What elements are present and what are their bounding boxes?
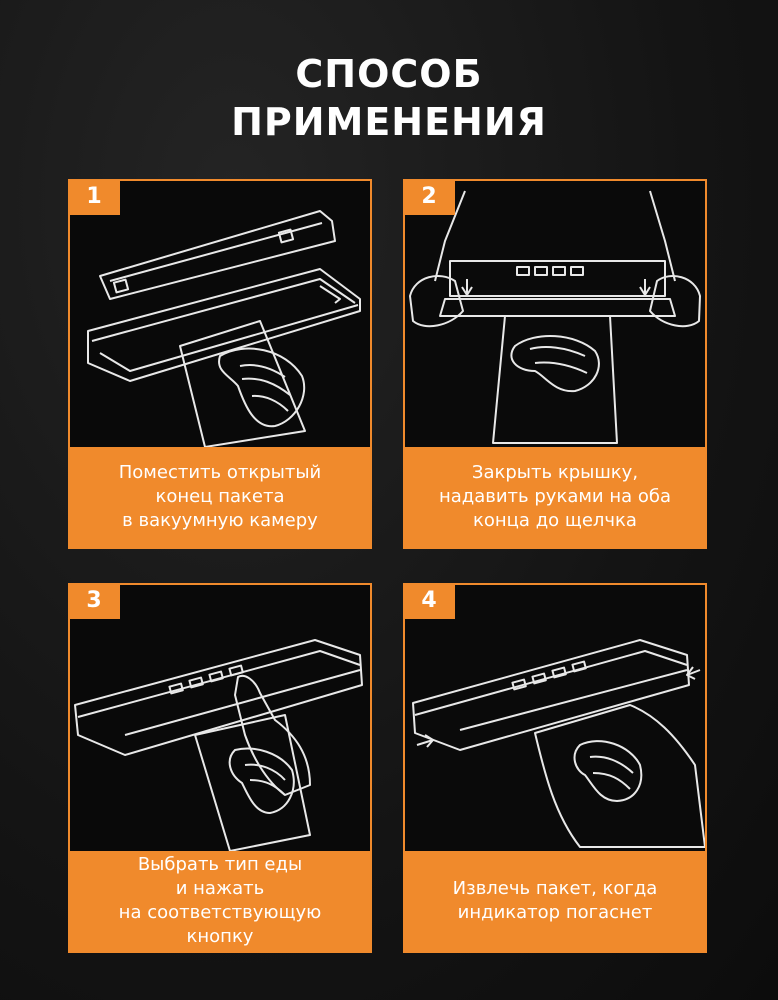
step-caption: Закрыть крышку, надавить руками на оба к… (405, 447, 705, 547)
step-number: 1 (68, 179, 120, 215)
press-lid-icon (405, 181, 705, 447)
step-caption: Поместить открытый конец пакета в вакуум… (70, 447, 370, 547)
step-caption: Извлечь пакет, когда индикатор погаснет (405, 851, 705, 951)
step-card-3: 3 Выбрать тип еды и нажать на соответств… (68, 583, 372, 953)
step-card-2: 2 Закрыть крышку, надавить руками на оба… (403, 179, 707, 549)
step-number: 3 (68, 583, 120, 619)
step-card-4: 4 Извлечь пакет, когда индикатор погасне… (403, 583, 707, 953)
remove-bag-icon (405, 585, 705, 851)
step-number: 4 (403, 583, 455, 619)
open-sealer-bag-icon (70, 181, 370, 447)
press-button-icon (70, 585, 370, 851)
step-number: 2 (403, 179, 455, 215)
step-card-1: 1 Поместить открытый конец пакета в ваку… (68, 179, 372, 549)
step-caption: Выбрать тип еды и нажать на соответствую… (70, 851, 370, 951)
page-title: СПОСОБ ПРИМЕНЕНИЯ (231, 52, 547, 144)
